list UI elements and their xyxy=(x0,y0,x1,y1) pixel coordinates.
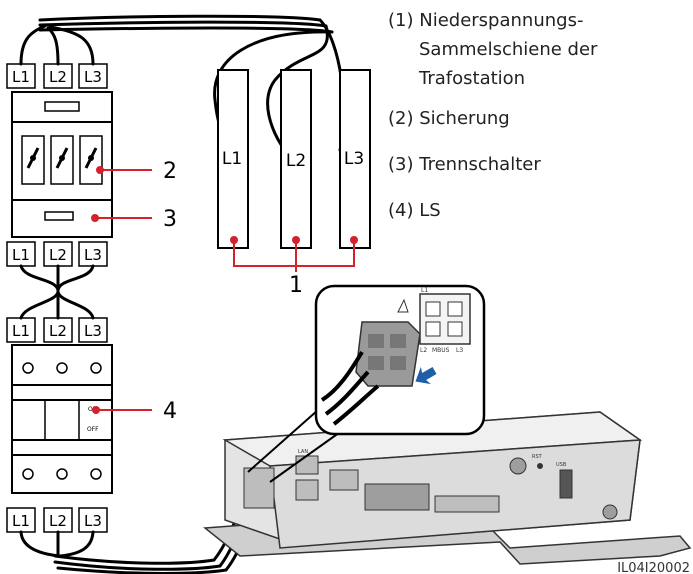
connector-detail-inset: L1 L2 MBUS L3 xyxy=(314,284,486,436)
socket-label-l3: L3 xyxy=(456,347,463,354)
figure-id: IL04I20002 xyxy=(617,561,690,574)
terminal-label: L1 xyxy=(12,68,30,86)
terminal-label: L1 xyxy=(12,512,30,530)
rst-label: RST xyxy=(532,454,543,460)
terminal-label: L3 xyxy=(84,512,102,530)
terminal-label: L2 xyxy=(49,322,67,340)
terminal-label: L1 xyxy=(12,322,30,340)
terminal-label: L3 xyxy=(84,246,102,264)
breaker-off-mark: OFF xyxy=(87,426,99,433)
socket-label-l1: L1 xyxy=(421,287,428,294)
socket-label-l2: L2 xyxy=(420,347,427,354)
insert-arrow-icon xyxy=(415,366,437,385)
callout-1: 1 xyxy=(289,273,303,298)
legend-text-continued: Trafostation xyxy=(419,68,526,89)
legend-number: (2) xyxy=(388,108,414,129)
terminal-label: L3 xyxy=(84,322,102,340)
busbar-label: L3 xyxy=(344,149,364,169)
callout-3: 3 xyxy=(163,207,177,232)
legend-number: (3) xyxy=(388,154,414,175)
busbars: L1 L2 L3 xyxy=(217,69,371,249)
legend-text: Trennschalter xyxy=(419,154,541,175)
terminal-row-1: L1 L2 L3 xyxy=(6,63,108,89)
lan-port-label: LAN xyxy=(298,449,308,455)
callout-lines xyxy=(91,166,355,414)
legend-item-4: (4) LS xyxy=(388,196,441,225)
terminal-label: L1 xyxy=(12,246,30,264)
callout-2: 2 xyxy=(163,159,177,184)
terminal-row-3: L1 L2 L3 xyxy=(6,317,108,343)
terminal-row-2: L1 L2 L3 xyxy=(6,241,108,267)
legend-number: (1) xyxy=(388,10,414,31)
legend-number: (4) xyxy=(388,200,414,221)
socket-label-mbus: MBUS xyxy=(432,347,450,354)
legend-item-2: (2) Sicherung xyxy=(388,104,510,133)
legend-text: Niederspannungs- xyxy=(419,10,584,31)
callout-4: 4 xyxy=(163,399,177,424)
busbar-label: L2 xyxy=(286,151,306,171)
busbar-l3 xyxy=(339,69,371,249)
terminal-row-4: L1 L2 L3 xyxy=(6,507,108,533)
terminal-label: L2 xyxy=(49,512,67,530)
terminal-label: L3 xyxy=(84,68,102,86)
legend-item-1: (1) Niederspannungs- xyxy=(388,6,583,35)
legend-text-continued: Sammelschiene der xyxy=(419,39,598,60)
circuit-breaker: ON OFF xyxy=(11,344,113,494)
legend-item-3: (3) Trennschalter xyxy=(388,150,541,179)
legend-text: Sicherung xyxy=(419,108,510,129)
usb-port-label: USB xyxy=(556,462,567,468)
legend-text: LS xyxy=(419,200,441,221)
busbar-label: L1 xyxy=(222,149,242,169)
terminal-label: L2 xyxy=(49,246,67,264)
terminal-label: L2 xyxy=(49,68,67,86)
